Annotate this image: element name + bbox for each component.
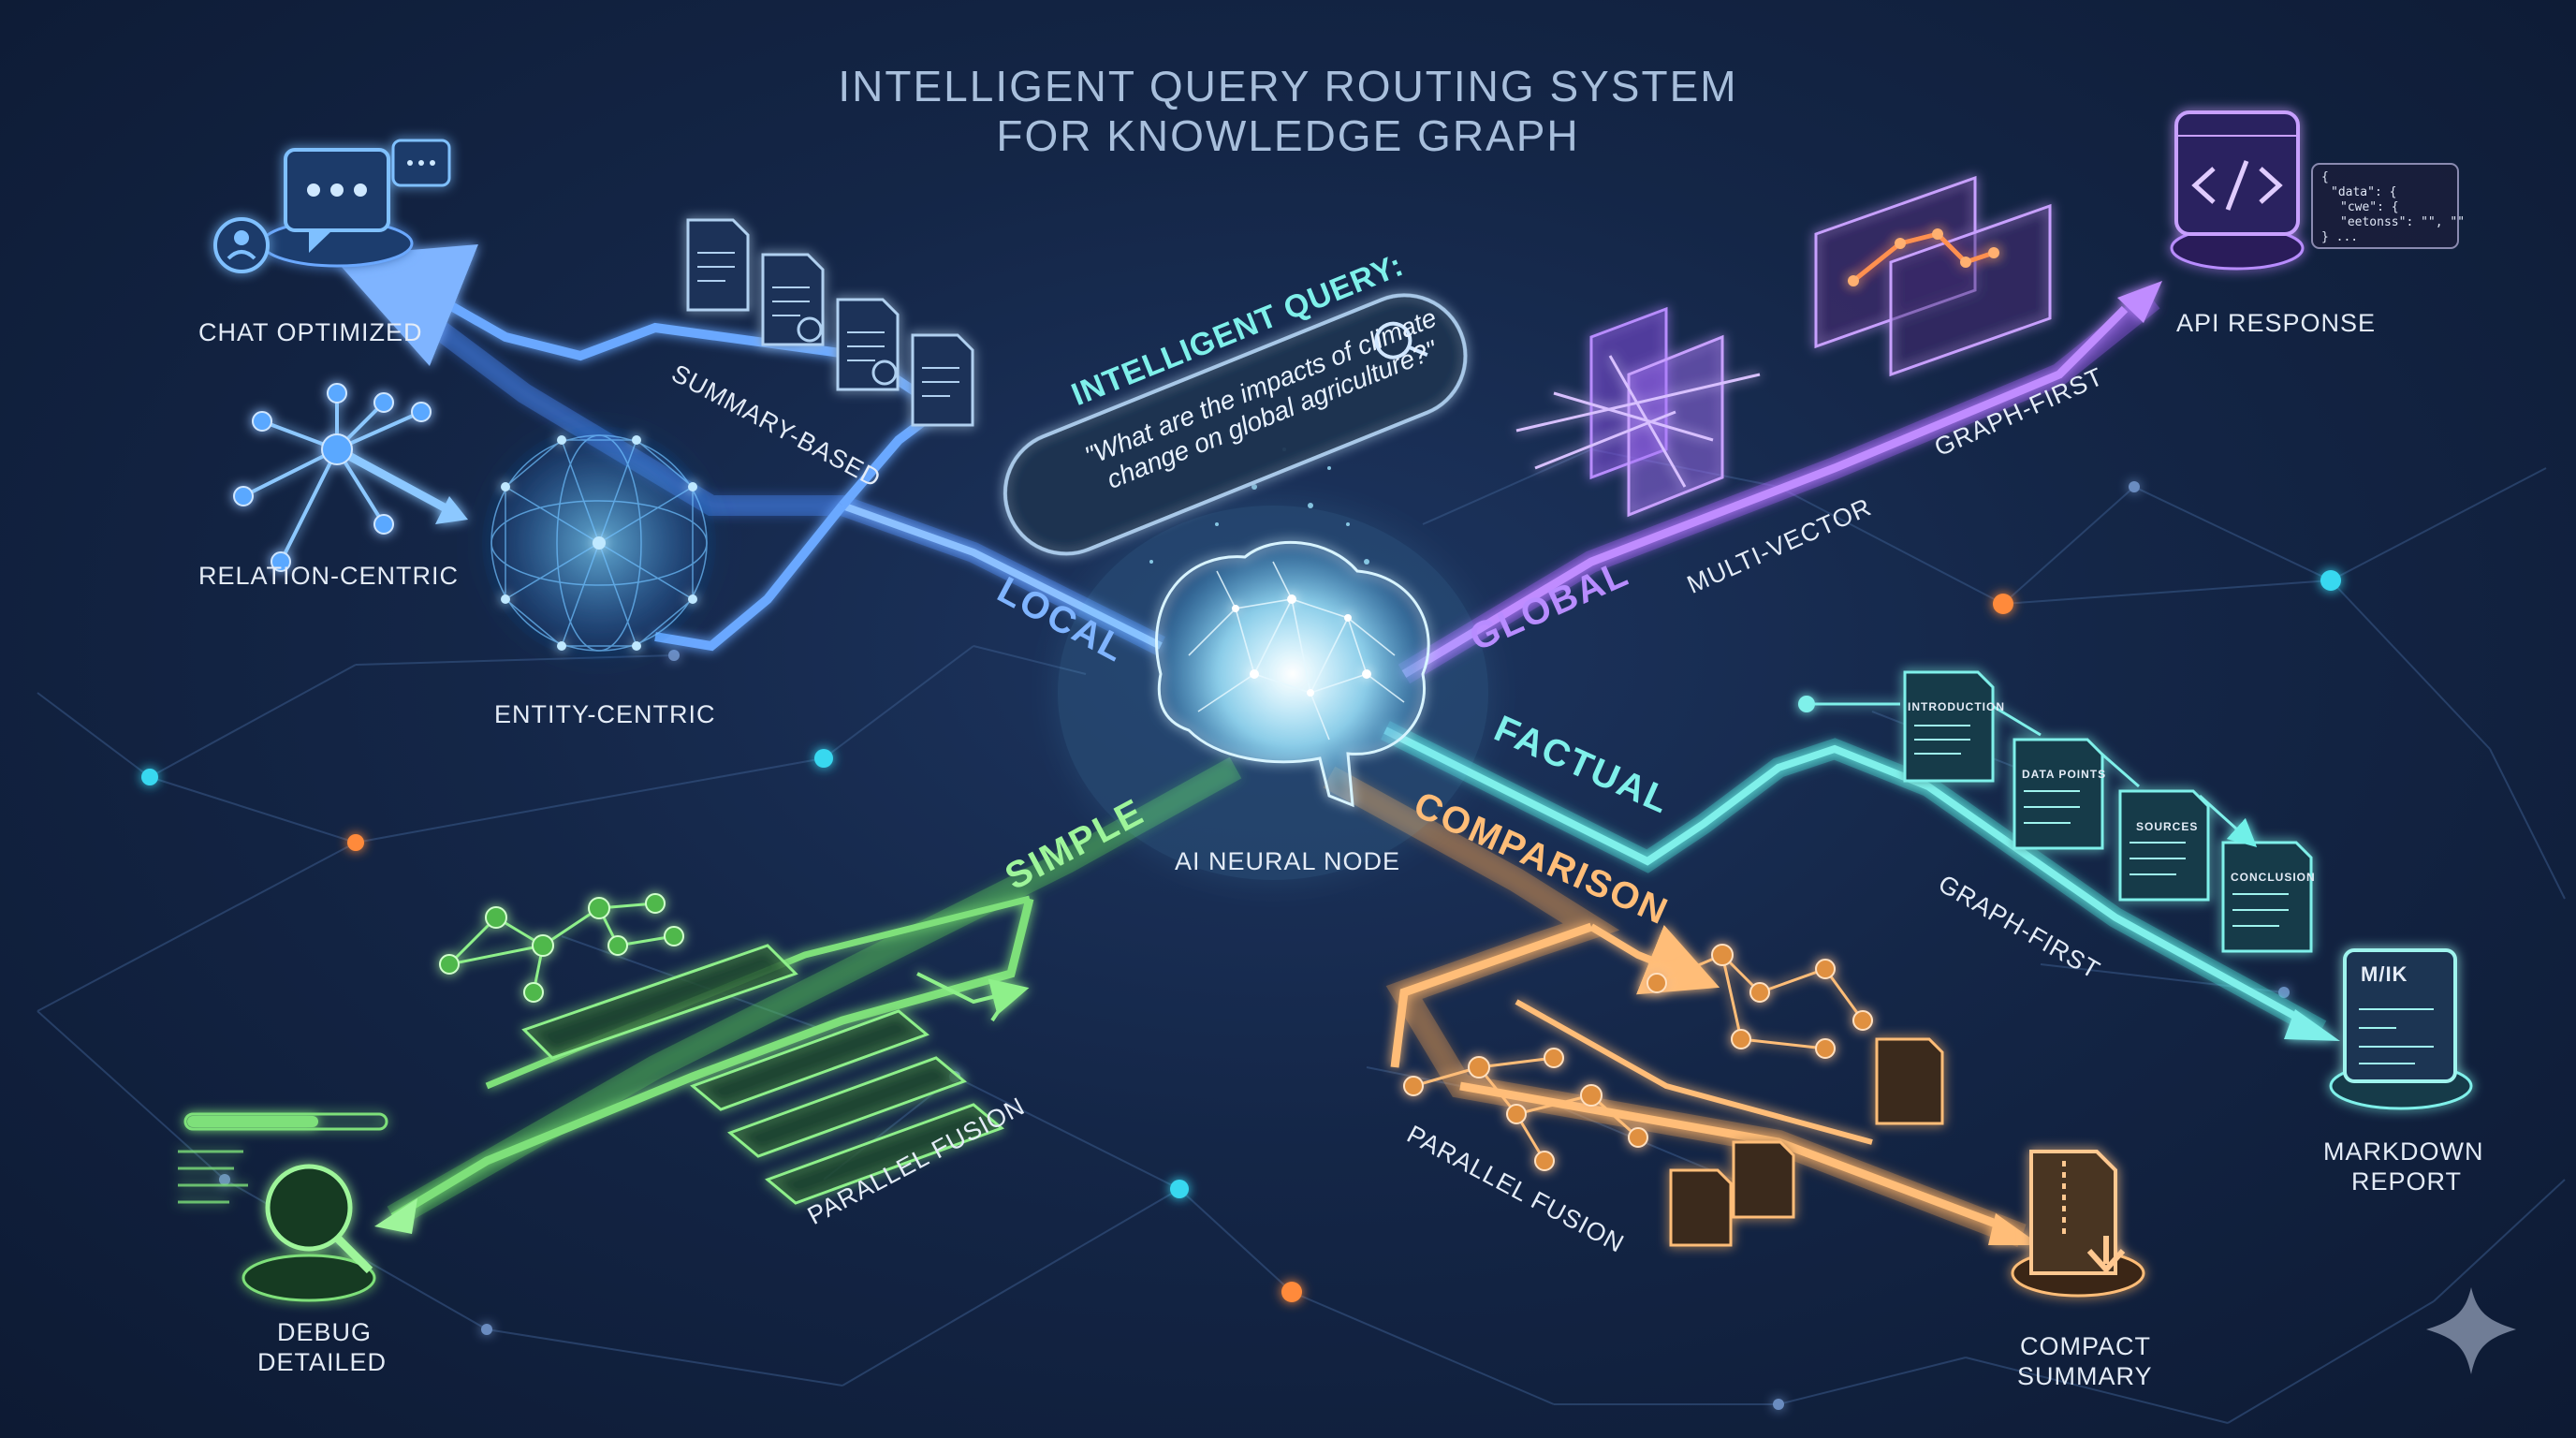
search-icon: [1374, 321, 1412, 360]
label-debug: DEBUG: [277, 1318, 373, 1346]
title-line-1: INTELLIGENT QUERY ROUTING SYSTEM: [838, 62, 1738, 110]
network-node: [1170, 1180, 1189, 1198]
label-detailed: DETAILED: [257, 1348, 388, 1376]
doc-label-introduction: INTRODUCTION: [1908, 700, 2005, 713]
doc-label-sources: SOURCES: [2136, 820, 2199, 833]
json-line: "eetonss": "", "": [2340, 215, 2466, 229]
comparison-arrow-head: [1988, 1213, 2041, 1245]
network-node: [1773, 1399, 1784, 1410]
json-line: "data": {: [2331, 185, 2397, 199]
json-snippet: { "data": { "cwe": { "eetonss": "", "" }…: [2321, 170, 2465, 245]
debug-magnifier-icon: [178, 1112, 388, 1302]
label-markdown-report-2: REPORT: [2351, 1167, 2463, 1196]
factual-arrow-head: [2284, 1009, 2340, 1041]
label-chat-optimized: CHAT OPTIMIZED: [198, 318, 423, 346]
json-line: {: [2321, 170, 2329, 184]
network-node: [2320, 570, 2341, 591]
background-nodes: [141, 481, 2341, 1410]
query-bar: [1003, 293, 1468, 556]
label-api-response: API RESPONSE: [2176, 309, 2377, 337]
parallel-fusion-panels: [521, 944, 1011, 1205]
json-snippet-panel: [2311, 163, 2459, 249]
simple-arrow-head: [374, 1198, 417, 1234]
markdown-report-icon: [2329, 948, 2473, 1110]
summary-documents: [686, 218, 974, 427]
graph-panels: [1814, 175, 2052, 377]
label-relation-centric: RELATION-CENTRIC: [198, 562, 460, 590]
label-entity-centric: ENTITY-CENTRIC: [494, 700, 716, 728]
check-icon: [797, 316, 823, 343]
json-line: } ...: [2321, 230, 2359, 244]
ai-neural-node: [1058, 419, 1488, 880]
label-compact: COMPACT: [2020, 1332, 2151, 1360]
network-node: [219, 1174, 230, 1185]
code-icon: [2170, 110, 2305, 271]
sparkle-icon: [2426, 1287, 2516, 1374]
network-node: [1281, 1282, 1302, 1302]
comparison-graphs: [1403, 944, 1944, 1247]
network-node: [668, 650, 680, 661]
md-badge: M/IK: [2361, 962, 2408, 986]
factual-route: [1381, 721, 2340, 1041]
center-label: AI NEURAL NODE: [1175, 847, 1401, 875]
zip-archive-icon: [2011, 1150, 2145, 1298]
relation-graph: [233, 383, 468, 572]
network-node: [1993, 594, 2013, 614]
network-node: [141, 769, 158, 785]
global-route: [1398, 281, 2162, 684]
multi-vector-planes: [1515, 306, 1761, 518]
check-icon: [871, 360, 898, 386]
simple-route: [374, 756, 1242, 1234]
title-line-2: FOR KNOWLEDGE GRAPH: [996, 111, 1580, 160]
entity-sphere: [482, 426, 716, 660]
factual-documents: [1798, 670, 2313, 953]
network-node: [347, 834, 364, 851]
network-node: [814, 749, 833, 768]
network-node: [481, 1324, 492, 1335]
global-arrow-head: [2117, 281, 2162, 323]
label-summary: SUMMARY: [2017, 1362, 2153, 1390]
network-node: [2278, 987, 2290, 998]
json-line: "cwe": {: [2340, 200, 2399, 214]
background-network: [37, 448, 2566, 1424]
doc-label-data-points: DATA POINTS: [2022, 768, 2107, 781]
label-markdown-report-1: MARKDOWN: [2323, 1137, 2484, 1166]
simple-graph: [439, 893, 684, 1003]
doc-label-conclusion: CONCLUSION: [2231, 871, 2316, 884]
network-node: [2129, 481, 2140, 492]
user-avatar-icon: [213, 217, 270, 273]
